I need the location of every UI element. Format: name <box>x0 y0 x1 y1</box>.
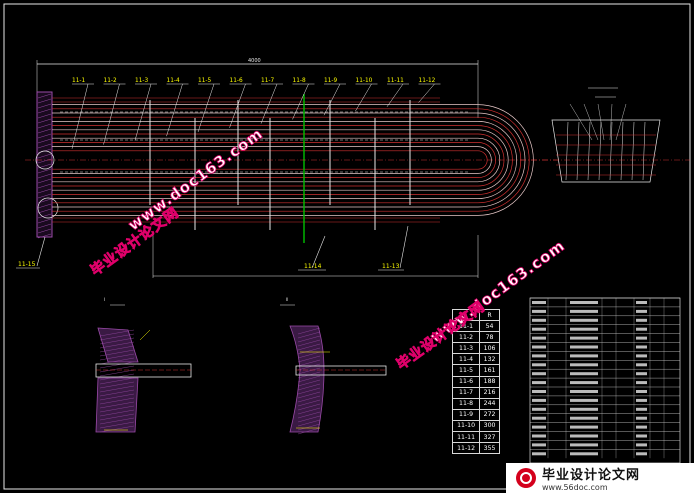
callout-11-3: 11-3 <box>134 78 157 141</box>
site-logo-icon <box>516 468 536 488</box>
table-cell: 11-6 <box>451 375 481 388</box>
svg-text:11-7: 11-7 <box>261 78 274 84</box>
table-cell: 78 <box>479 331 500 344</box>
svg-text:11-9: 11-9 <box>324 78 337 84</box>
label-11-14: 11-14 <box>304 263 322 270</box>
tube-sheet <box>35 91 59 239</box>
u-tube <box>52 129 509 191</box>
table-cell: 272 <box>479 408 500 421</box>
svg-text:11-10: 11-10 <box>356 78 373 84</box>
footer-badge[interactable]: 毕业设计论文网 www.56doc.com <box>506 463 694 493</box>
detail-b: II <box>280 297 387 435</box>
label-11-13: 11-13 <box>382 263 400 270</box>
table-cell: 216 <box>479 386 500 399</box>
left-callout: 11-15 <box>16 236 46 269</box>
callout-11-4: 11-4 <box>166 78 189 137</box>
callout-11-1: 11-1 <box>71 78 94 149</box>
table-cell: 11-10 <box>451 419 481 433</box>
table-cell: 161 <box>479 364 500 377</box>
table-cell: 11-5 <box>451 364 481 377</box>
callout-11-8: 11-8 <box>292 78 315 120</box>
svg-text:II: II <box>286 297 288 302</box>
table-cell: 11-7 <box>451 386 481 399</box>
table-cell: 327 <box>479 431 500 444</box>
footer-url: www.56doc.com <box>542 483 608 492</box>
svg-text:11-3: 11-3 <box>135 78 148 84</box>
svg-text:11-5: 11-5 <box>198 78 211 84</box>
svg-text:I: I <box>104 297 105 302</box>
overall-dim-text: 4000 <box>248 58 261 64</box>
svg-text:11-12: 11-12 <box>419 78 436 84</box>
table-cell: 355 <box>479 442 500 455</box>
parts-list <box>529 297 681 464</box>
callout-11-10: 11-10 <box>355 78 378 112</box>
table-cell: 54 <box>479 320 500 333</box>
svg-text:11-11: 11-11 <box>387 78 404 84</box>
detail-a: I <box>95 297 192 433</box>
label-11-15: 11-15 <box>18 261 36 268</box>
bottom-dimension: 11-14 11-13 <box>152 225 479 278</box>
table-cell: 11-9 <box>451 408 481 421</box>
table-cell: 300 <box>479 419 500 433</box>
svg-text:11-4: 11-4 <box>167 78 180 84</box>
drawing-frame <box>3 3 691 490</box>
u-tube <box>52 108 530 212</box>
table-cell: 11-11 <box>451 431 481 444</box>
table-cell: 11-8 <box>451 397 481 410</box>
table-cell: 244 <box>479 397 500 410</box>
table-cell: 106 <box>479 342 500 355</box>
svg-text:11-8: 11-8 <box>293 78 306 84</box>
baffle-plates <box>60 100 470 230</box>
table-cell: 132 <box>479 353 500 366</box>
svg-text:11-2: 11-2 <box>104 78 117 84</box>
svg-text:11-1: 11-1 <box>72 78 85 84</box>
svg-text:11-6: 11-6 <box>230 78 243 84</box>
callout-11-12: 11-12 <box>418 78 441 103</box>
table-cell: 188 <box>479 375 500 388</box>
callout-11-9: 11-9 <box>323 78 346 116</box>
footer-title: 毕业设计论文网 <box>542 468 641 483</box>
section-view <box>520 87 690 183</box>
callout-labels: 11-1 11-2 11-3 11-4 11-5 11-6 11-7 11-8 11-9 11-1… <box>71 78 441 149</box>
detail-circle-lower <box>37 197 59 219</box>
table-cell: 11-1 <box>451 320 481 333</box>
table-cell: 11-12 <box>451 442 481 455</box>
callout-11-5: 11-5 <box>197 78 220 133</box>
callout-11-2: 11-2 <box>103 78 126 145</box>
callout-11-7: 11-7 <box>260 78 283 124</box>
table-cell: 11-3 <box>451 342 481 355</box>
table-cell: 11-4 <box>451 353 481 366</box>
callout-11-11: 11-11 <box>386 78 409 107</box>
u-tube <box>52 121 517 199</box>
callout-11-6: 11-6 <box>229 78 252 128</box>
